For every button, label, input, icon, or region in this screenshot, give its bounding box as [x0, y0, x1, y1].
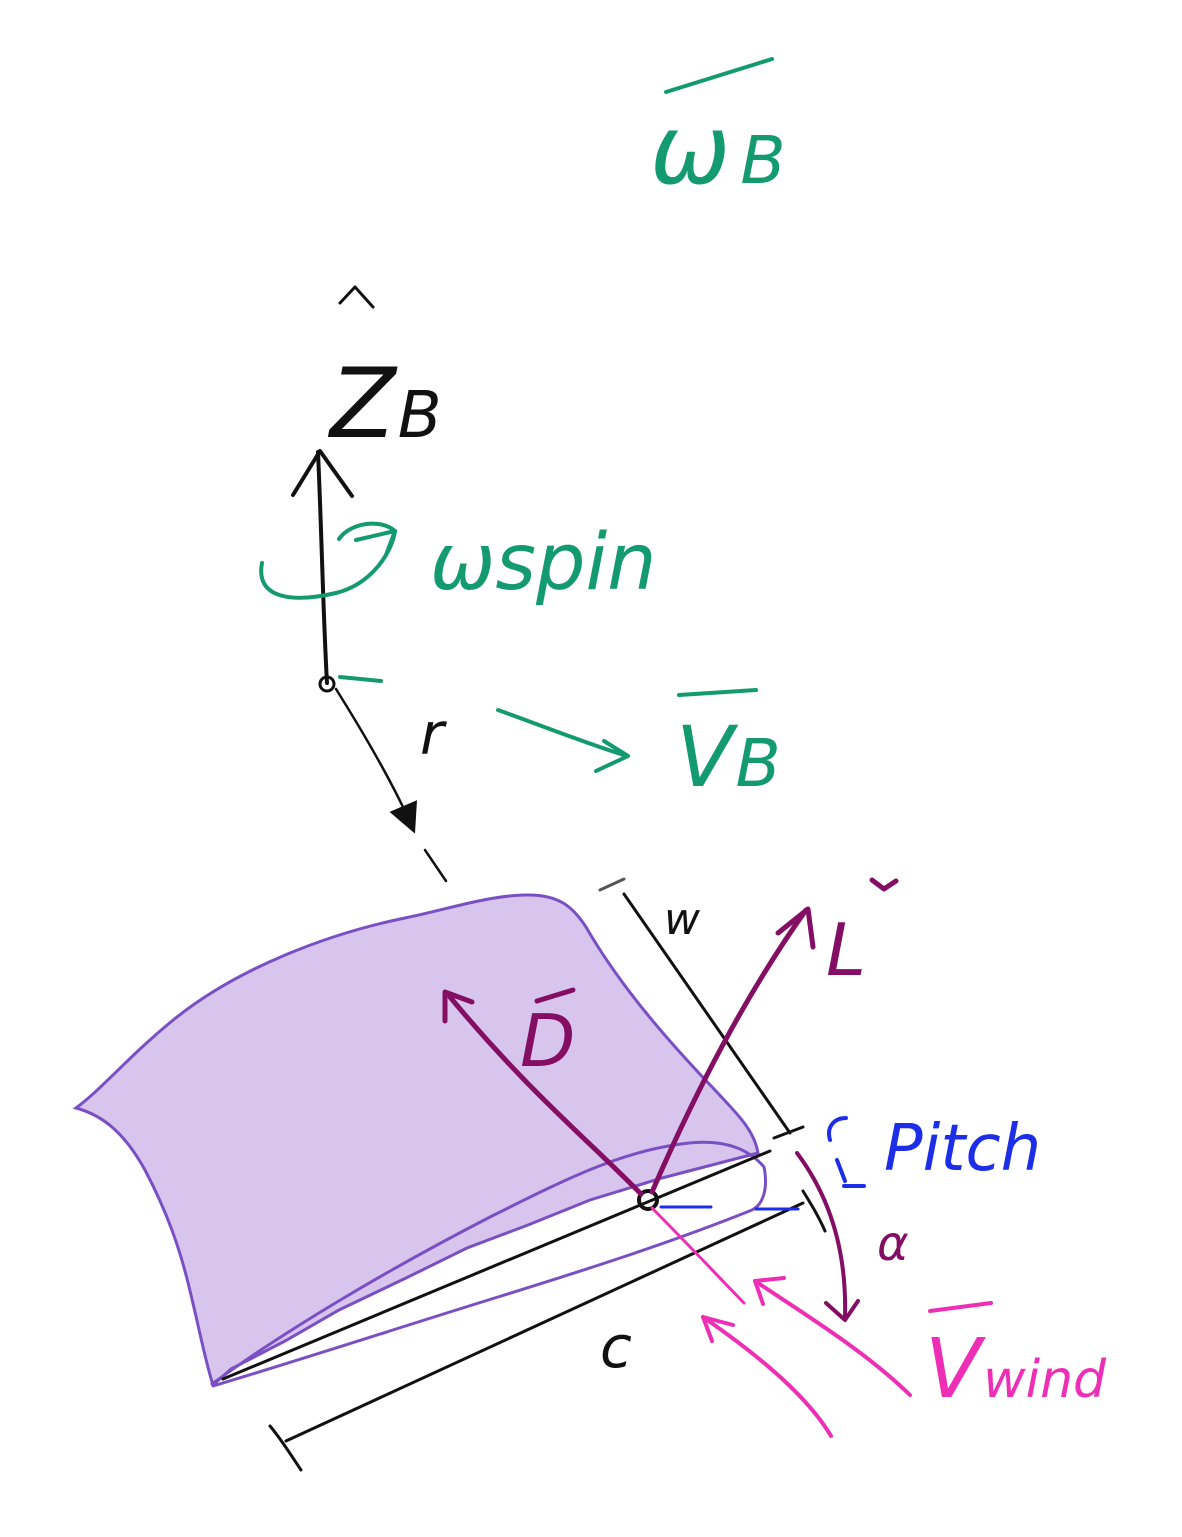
- width-tick-bottom: [772, 1125, 805, 1140]
- alpha-label: α: [877, 1216, 909, 1272]
- omega-spin-arrowhead: [354, 529, 397, 557]
- v-wind-label: Vwind: [925, 1322, 1107, 1417]
- alpha-arrowhead: [824, 1299, 860, 1322]
- chord-end-tick-right: [801, 1189, 827, 1233]
- r-extension: [423, 848, 448, 883]
- v-b-arrowhead: [594, 739, 630, 773]
- wind-arrow-left: [701, 1315, 833, 1438]
- wind-arrow-right: [753, 1279, 912, 1397]
- alpha-arc: [795, 1151, 848, 1319]
- z-b-label: ZB: [327, 348, 442, 460]
- chord-line: [221, 1149, 772, 1381]
- drag-arrow: [447, 994, 644, 1197]
- hub-green-tick: [338, 675, 383, 683]
- blade-surface: [72, 893, 760, 1388]
- chord-lower-line: [284, 1201, 805, 1443]
- wind-arrowhead-right: [753, 1276, 786, 1306]
- blade-leading-curve: [210, 1140, 767, 1388]
- width-label: w: [664, 894, 701, 945]
- omega-spin-label: ωspin: [430, 518, 657, 608]
- drag-label: D: [520, 999, 575, 1083]
- v-b-label: VB: [676, 708, 781, 806]
- drag-overbar: [534, 987, 576, 1004]
- z-axis-arrowhead: [291, 449, 354, 498]
- omega-b-arrow: [664, 57, 774, 94]
- lift-arrowhead: [775, 906, 816, 950]
- c-label: c: [600, 1313, 632, 1381]
- z-axis-line: [316, 450, 329, 685]
- pitch-bracket: [827, 1116, 866, 1188]
- lift-arrow: [649, 907, 809, 1195]
- r-label: r: [420, 700, 447, 768]
- wind-overbar: [928, 1301, 993, 1313]
- v-b-overbar: [677, 688, 758, 697]
- blade-point: [637, 1189, 659, 1211]
- chord-end-tick-left: [268, 1424, 303, 1472]
- r-vector: [334, 687, 418, 834]
- v-b-arrow: [496, 708, 629, 758]
- width-tick-top: [598, 877, 626, 892]
- drag-arrowhead: [442, 989, 475, 1024]
- pitch-horizontal-line: [659, 1205, 800, 1211]
- width-line: [622, 892, 792, 1135]
- pitch-label: Pitch: [884, 1112, 1041, 1186]
- omega-spin-loop: [259, 521, 397, 600]
- lift-hat: [869, 877, 899, 892]
- wind-center-line: [650, 1206, 746, 1305]
- lift-label: L: [826, 908, 866, 992]
- wind-arrowhead-left: [701, 1315, 735, 1343]
- hub-point: [318, 675, 336, 693]
- z-hat: [338, 285, 375, 309]
